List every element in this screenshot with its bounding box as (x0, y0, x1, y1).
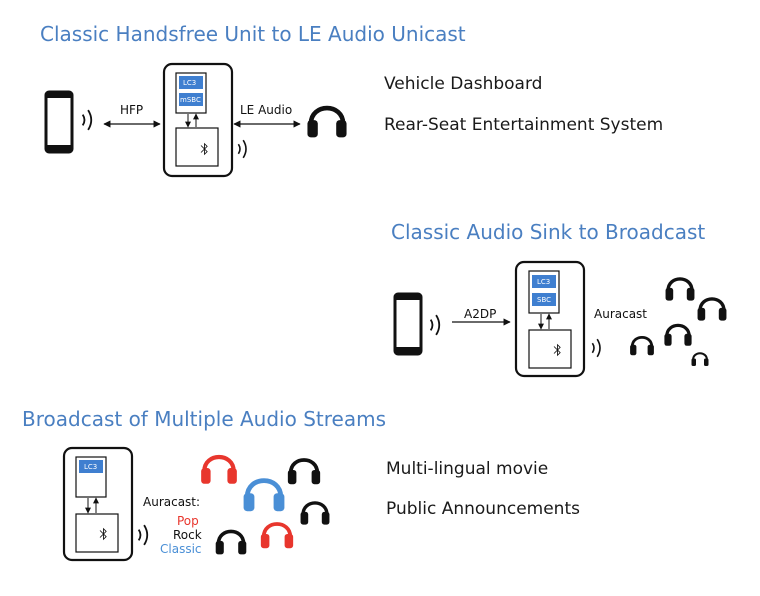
codec-chip-msbc (179, 93, 203, 106)
bluetooth-icon (553, 344, 561, 356)
headphones-icon (298, 501, 332, 527)
chip-icon (75, 456, 107, 498)
headphones-icon (201, 457, 237, 484)
radio-waves-icon (81, 109, 93, 131)
headphones-icon (663, 277, 697, 303)
section-title: Classic Handsfree Unit to LE Audio Unica… (40, 22, 466, 46)
chip-icon (175, 72, 207, 114)
chip-icon (528, 270, 560, 314)
chip-icon (75, 513, 119, 553)
use-case-text: Rear-Seat Entertainment System (384, 115, 663, 135)
stream-classic: Classic (160, 542, 202, 556)
codec-label: SBC (537, 296, 551, 304)
headphones-icon (662, 323, 694, 348)
radio-waves-icon (237, 139, 247, 159)
chip-icon (528, 329, 572, 369)
bluetooth-icon (200, 143, 208, 155)
bridge-device-box: LC3 (62, 446, 134, 562)
codec-label: LC3 (537, 278, 550, 286)
codec-chip-lc3 (532, 275, 556, 288)
smartphone-icon (393, 292, 423, 356)
protocol-label: A2DP (464, 307, 496, 321)
radio-waves-icon (591, 338, 601, 358)
headphones-icon (628, 335, 656, 357)
headphones-icon (244, 481, 285, 512)
section-title: Broadcast of Multiple Audio Streams (22, 407, 386, 431)
protocol-label: LE Audio (240, 103, 292, 117)
headphones-icon (690, 352, 710, 367)
codec-chip-lc3 (79, 460, 103, 473)
use-case-text: Multi-lingual movie (386, 459, 548, 479)
auracast-label: Auracast: (143, 495, 200, 509)
codec-chip-sbc (532, 293, 556, 306)
codec-label: mSBC (180, 96, 201, 104)
codec-chip-lc3 (179, 76, 203, 89)
headphones-icon (213, 529, 249, 557)
section-title: Classic Audio Sink to Broadcast (391, 220, 705, 244)
use-case-text: Public Announcements (386, 499, 580, 519)
stream-pop: Pop (177, 514, 199, 528)
radio-waves-icon (137, 524, 149, 546)
bridge-device-box: LC3 mSBC (162, 62, 234, 178)
radio-waves-icon (429, 314, 441, 336)
headphones-icon (285, 458, 323, 487)
smartphone-icon (44, 90, 74, 154)
stream-rock: Rock (173, 528, 202, 542)
protocol-label: Auracast (594, 307, 647, 321)
codec-label: LC3 (183, 79, 196, 87)
use-case-text: Vehicle Dashboard (384, 74, 542, 94)
bridge-device-box: LC3 SBC (514, 260, 586, 378)
headphones-icon (695, 297, 729, 323)
headphones-icon (258, 522, 296, 551)
chip-icon (175, 127, 219, 167)
protocol-label: HFP (120, 103, 143, 117)
headphones-icon (307, 108, 346, 137)
codec-label: LC3 (84, 463, 97, 471)
bluetooth-icon (99, 528, 107, 540)
